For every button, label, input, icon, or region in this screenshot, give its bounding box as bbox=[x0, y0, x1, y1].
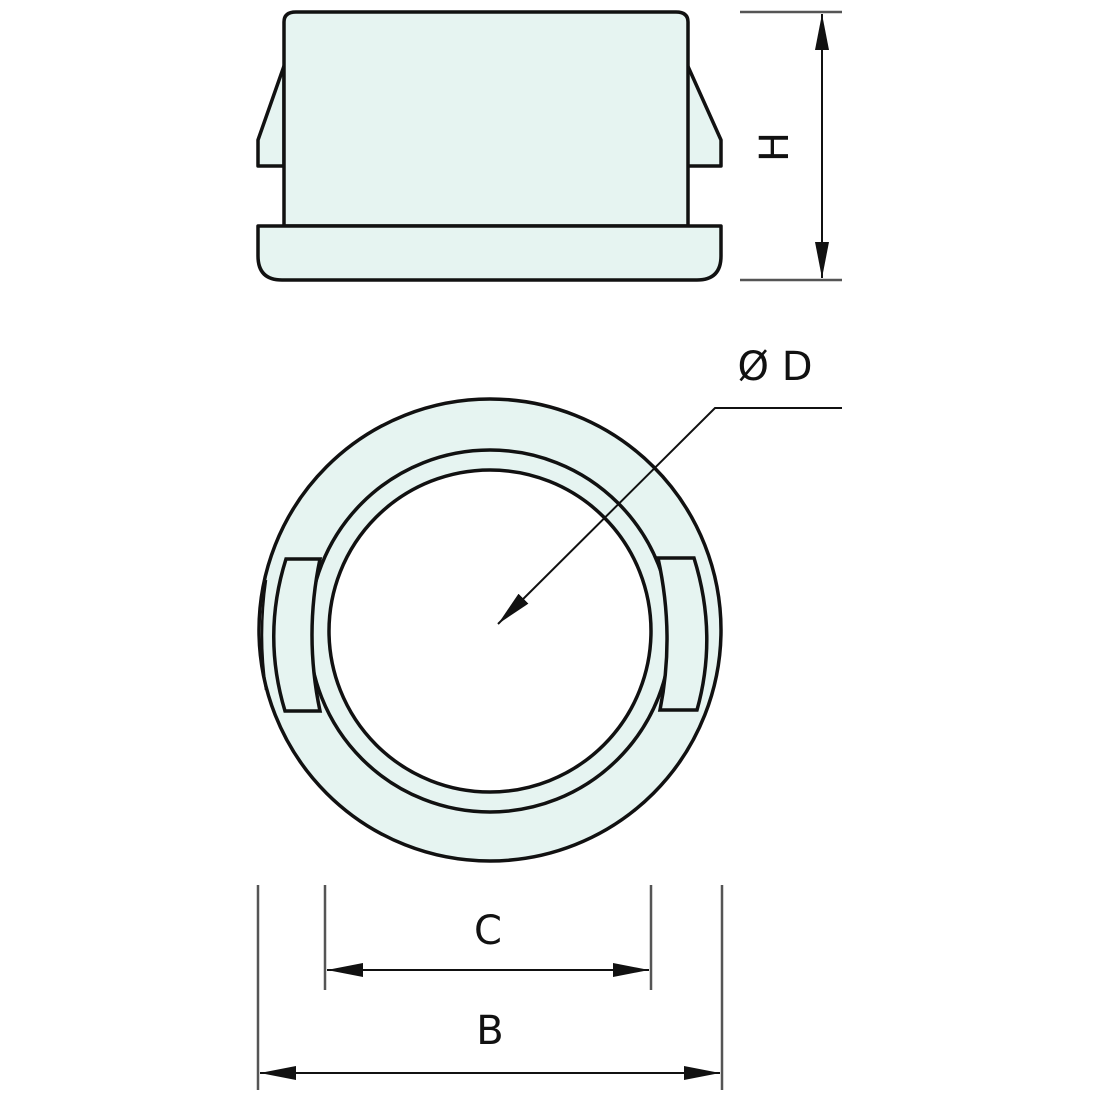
side-view bbox=[256, 10, 723, 282]
height-dimension: H bbox=[740, 10, 842, 282]
width-dimensions: C B bbox=[256, 885, 724, 1090]
right-tab bbox=[655, 556, 709, 712]
right-clip bbox=[684, 60, 723, 168]
inner-width-label: C bbox=[474, 908, 502, 954]
height-label: H bbox=[752, 132, 798, 162]
inner-bore bbox=[327, 468, 653, 794]
outer-width-label: B bbox=[476, 1008, 503, 1054]
left-tab bbox=[272, 557, 323, 713]
cap-body bbox=[282, 10, 690, 228]
diameter-dimension: Ø D bbox=[497, 344, 842, 625]
left-clip bbox=[256, 64, 286, 168]
top-view bbox=[257, 397, 723, 863]
diameter-label: Ø D bbox=[738, 344, 813, 390]
cap-flange bbox=[256, 224, 723, 282]
